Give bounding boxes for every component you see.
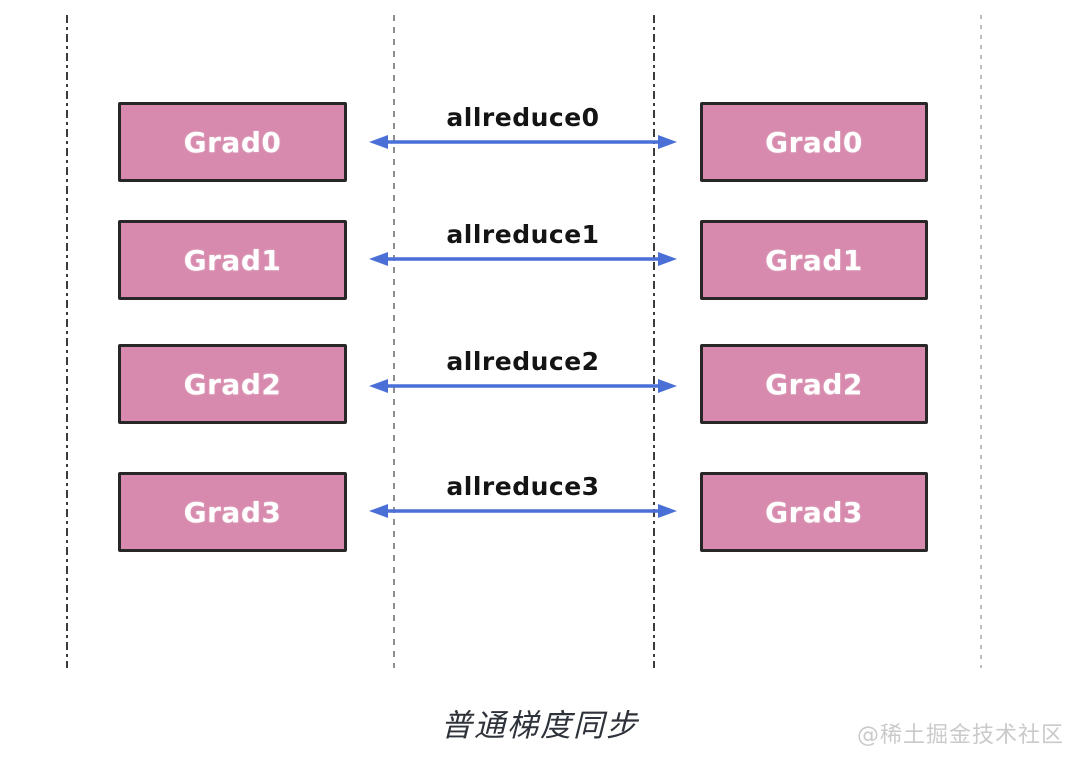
grad-box-label: Grad3 [765, 495, 863, 529]
grad-box-label: Grad2 [183, 367, 282, 401]
grad-box-label: Grad1 [765, 243, 863, 277]
grad-box-right-3: Grad3 [700, 472, 928, 552]
allreduce-label: allreduce2 [446, 347, 600, 376]
grad-box-label: Grad0 [765, 125, 863, 159]
allreduce-label: allreduce3 [446, 472, 600, 501]
diagram-caption: 普通梯度同步 [441, 708, 639, 744]
lifeline-left-inner [393, 15, 395, 668]
grad-box-left-1: Grad1 [118, 220, 347, 300]
allreduce-group-2: allreduce2 [368, 347, 678, 395]
lifeline-right-outer [980, 15, 982, 668]
double-arrow-icon [369, 252, 677, 266]
allreduce-group-3: allreduce3 [368, 472, 678, 520]
allreduce-label: allreduce0 [446, 103, 600, 132]
grad-box-right-1: Grad1 [700, 220, 928, 300]
grad-box-label: Grad0 [183, 125, 282, 159]
watermark-text: @稀土掘金技术社区 [856, 723, 1064, 748]
lifeline-left-outer [66, 15, 68, 668]
double-arrow-icon [369, 135, 677, 149]
grad-box-right-2: Grad2 [700, 344, 928, 424]
allreduce-label: allreduce1 [446, 220, 600, 249]
grad-box-label: Grad3 [183, 495, 282, 529]
grad-box-label: Grad1 [183, 243, 282, 277]
grad-box-right-0: Grad0 [700, 102, 928, 182]
grad-box-left-0: Grad0 [118, 102, 347, 182]
double-arrow-icon [369, 379, 677, 393]
grad-box-left-3: Grad3 [118, 472, 347, 552]
allreduce-group-0: allreduce0 [368, 103, 678, 151]
grad-box-label: Grad2 [765, 367, 863, 401]
allreduce-group-1: allreduce1 [368, 220, 678, 268]
lifeline-right-inner [653, 15, 655, 668]
double-arrow-icon [369, 504, 677, 518]
grad-box-left-2: Grad2 [118, 344, 347, 424]
